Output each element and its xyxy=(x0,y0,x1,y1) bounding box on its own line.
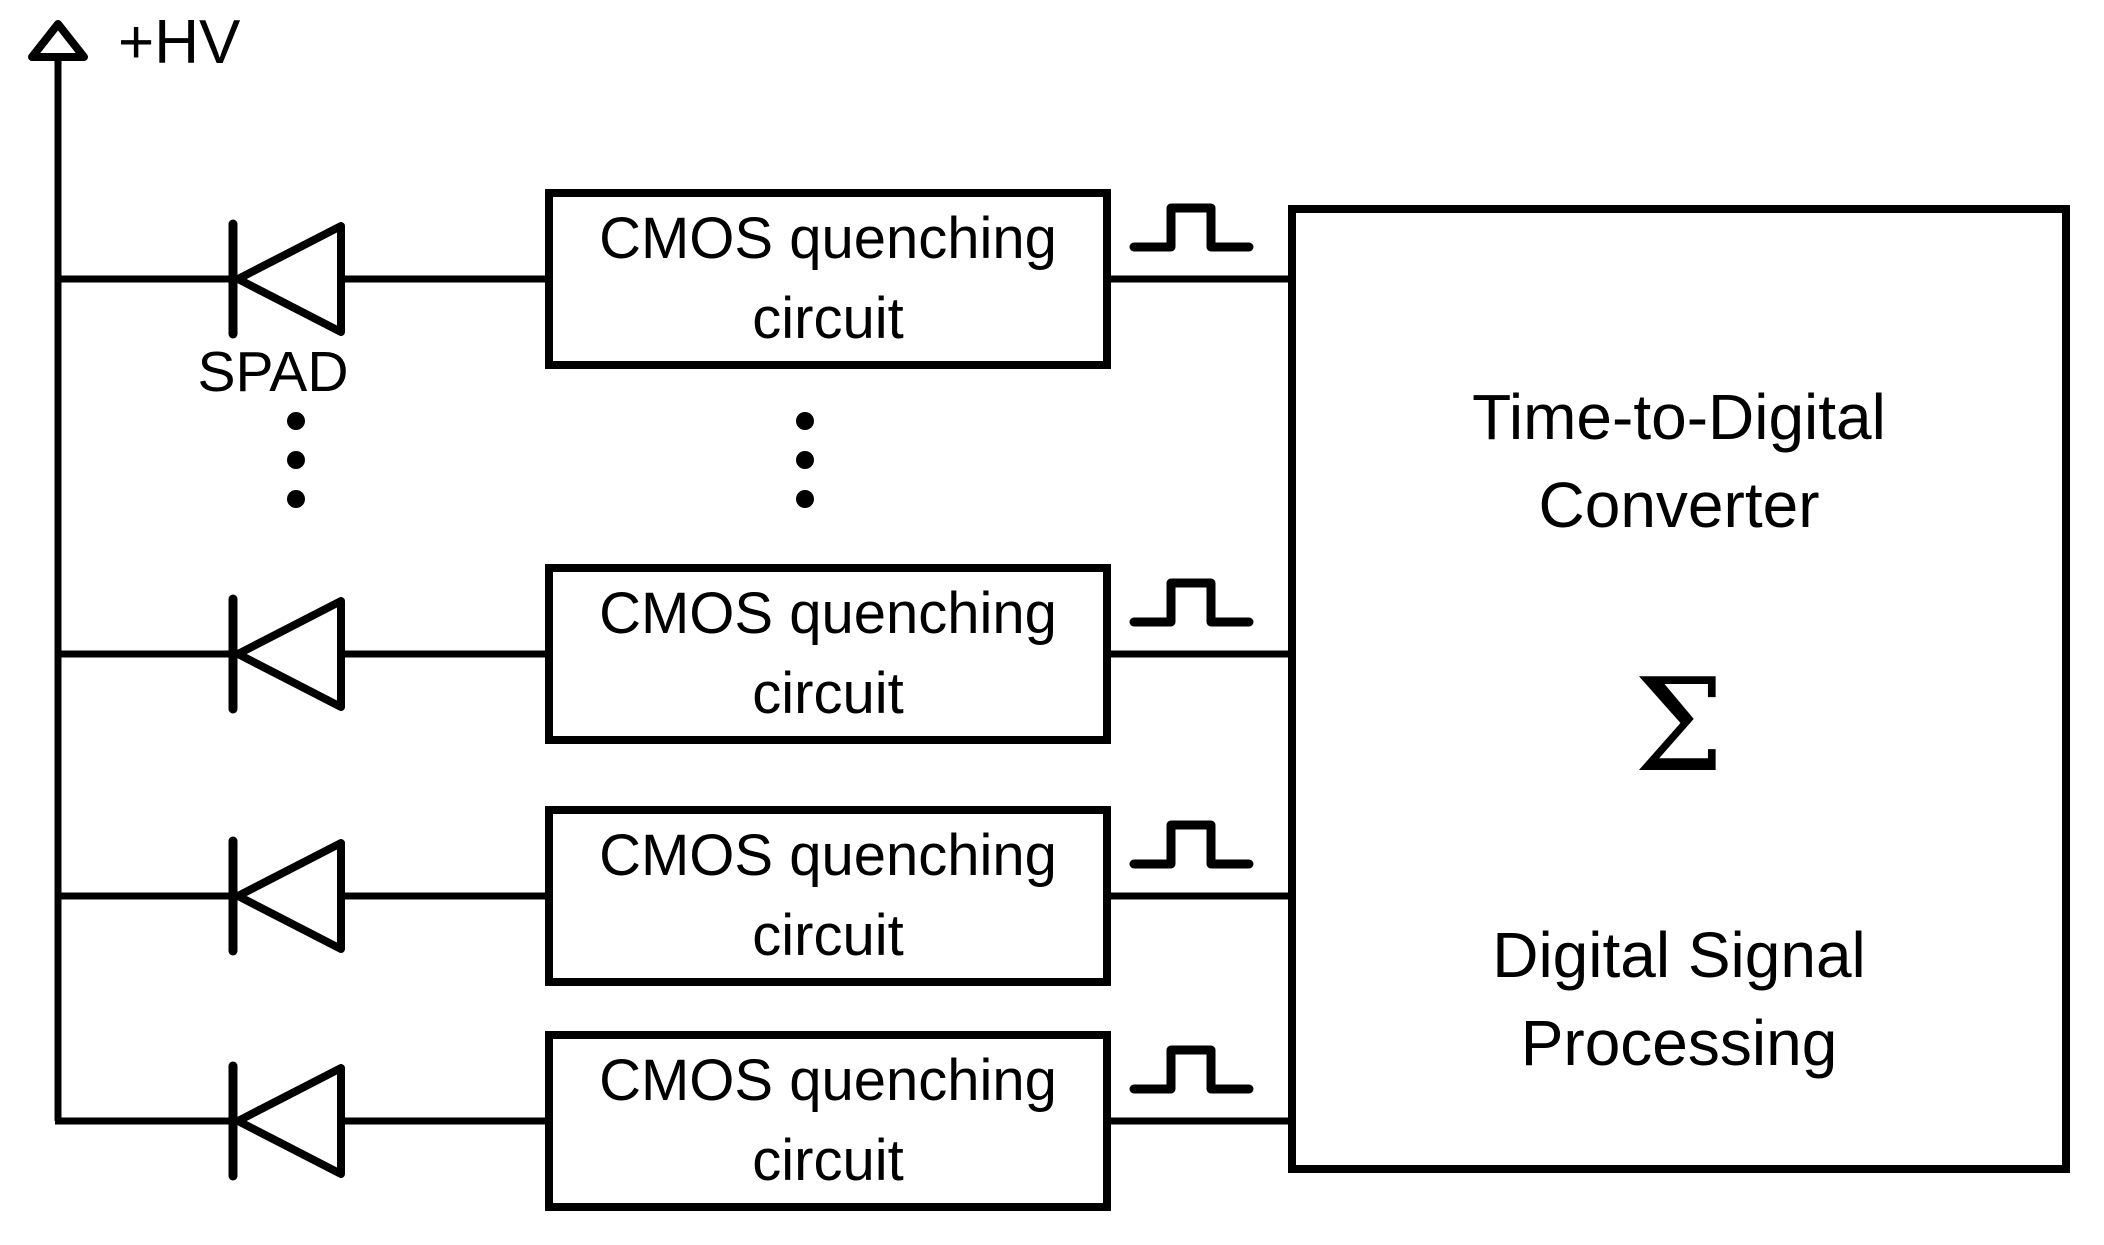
tdc-dsp-box: Time-to-Digital Converter Σ Digital Sign… xyxy=(1288,205,2070,1173)
hv-supply-arrow-icon xyxy=(28,20,88,1121)
summation-symbol: Σ xyxy=(1633,652,1725,801)
quench-box-line2: circuit xyxy=(752,286,904,351)
quench-box-line1: CMOS quenching xyxy=(599,823,1057,888)
dsp-title: Digital Signal Processing xyxy=(1296,911,2062,1087)
spad-row-2 xyxy=(55,578,1292,714)
pulse-waveform-icon xyxy=(1129,203,1254,252)
spad-column-ellipsis-icon xyxy=(287,412,305,508)
spad-row-4 xyxy=(55,1045,1292,1181)
quench-column-ellipsis-icon xyxy=(796,412,814,508)
pulse-waveform-icon xyxy=(1129,578,1254,627)
dsp-title-line2: Processing xyxy=(1520,1007,1838,1079)
quench-box-line2: circuit xyxy=(752,661,904,726)
quench-box-line1: CMOS quenching xyxy=(599,206,1057,271)
pulse-waveform-icon xyxy=(1129,820,1254,869)
cmos-quenching-circuit-box-2: CMOS quenching circuit xyxy=(545,564,1111,744)
quench-box-line1: CMOS quenching xyxy=(599,581,1057,646)
quench-box-line1: CMOS quenching xyxy=(599,1048,1057,1113)
spad-diode-icon xyxy=(228,836,345,956)
spad-label: SPAD xyxy=(197,340,349,404)
spad-diode-icon xyxy=(228,1061,345,1181)
dsp-title-line1: Digital Signal xyxy=(1492,919,1866,991)
quench-box-line2: circuit xyxy=(752,903,904,968)
quench-box-line2: circuit xyxy=(752,1128,904,1193)
cmos-quenching-circuit-box-3: CMOS quenching circuit xyxy=(545,806,1111,986)
spad-row-1 xyxy=(55,203,1292,339)
hv-supply-label: +HV xyxy=(118,8,241,77)
tdc-title-line2: Converter xyxy=(1538,469,1820,541)
spad-diode-icon xyxy=(228,594,345,714)
spad-diode-icon xyxy=(228,219,345,339)
tdc-title: Time-to-Digital Converter xyxy=(1296,373,2062,549)
spad-row-3 xyxy=(55,820,1292,956)
cmos-quenching-circuit-box-1: CMOS quenching circuit xyxy=(545,189,1111,369)
cmos-quenching-circuit-box-4: CMOS quenching circuit xyxy=(545,1031,1111,1211)
tdc-title-line1: Time-to-Digital xyxy=(1472,381,1886,453)
pulse-waveform-icon xyxy=(1129,1045,1254,1094)
